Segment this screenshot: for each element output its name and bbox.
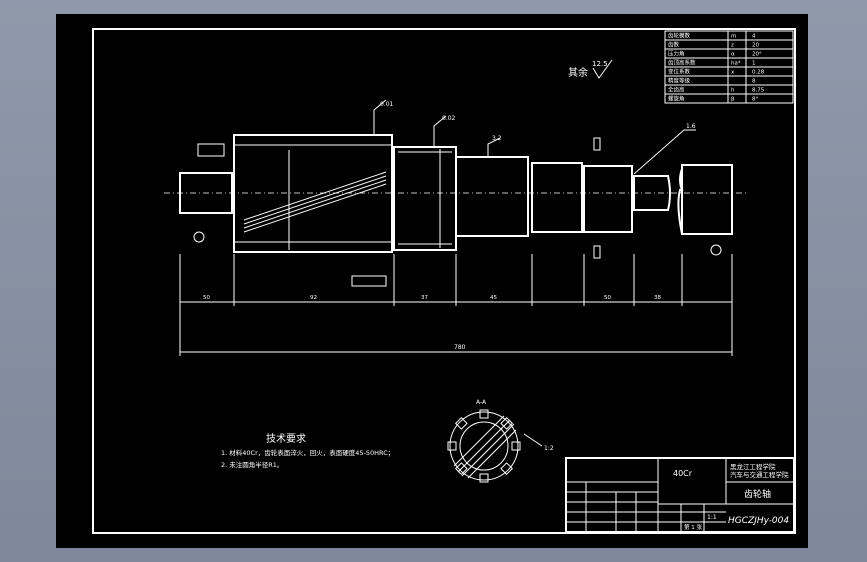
callout-2: 0.02 (442, 115, 456, 122)
section-label: A-A (476, 399, 487, 406)
gear-row-value: 1 (752, 61, 756, 67)
roughness-note-label: 其余 (568, 66, 588, 79)
tech-req-item-1: 1. 材料40Cr，齿轮表面淬火，回火，表面硬度45-50HRC； (221, 448, 394, 457)
title-part-name: 齿轮轴 (744, 488, 771, 500)
segment-dim: 45 (490, 295, 497, 301)
gear-row-symbol: h (731, 88, 735, 94)
gear-row-symbol: x (731, 70, 735, 76)
gear-row-label: 齿顶高系数 (668, 59, 696, 67)
title-school: 黑龙江工程学院 (730, 462, 776, 471)
gear-parameter-table: 齿轮模数 m 4 齿数 z 20 压力角 α 20° 齿顶高系数 ha* 1 变位系数 x 0.28 精度等级… (664, 30, 794, 104)
tech-req-item-2: 2. 未注圆角半径R1。 (221, 460, 283, 469)
segment-dim: 38 (654, 295, 661, 301)
gear-row-symbol: α (731, 52, 735, 58)
gear-row-label: 齿数 (668, 41, 680, 49)
title-sheet: 第 1 张 (684, 523, 702, 531)
gear-row-label: 压力角 (668, 50, 685, 58)
gear-row-value: 0.28 (752, 70, 765, 76)
title-block: 40Cr 黑龙江工程学院 汽车与交通工程学院 齿轮轴 HGCZJHy-004 1… (565, 457, 795, 533)
title-material: 40Cr (673, 469, 693, 478)
roughness-value: 12.5 (592, 60, 608, 68)
spline-section-view: A-A 1:2 (447, 399, 554, 483)
gear-row-value: 8 (752, 79, 756, 85)
title-drawing-no: HGCZJHy-004 (728, 516, 789, 526)
segment-dim: 50 (604, 295, 611, 301)
gear-row-label: 变位系数 (668, 68, 691, 76)
spline-tooth (479, 473, 489, 483)
gear-row-value: 20° (752, 52, 762, 58)
gear-row-label: 全齿高 (668, 86, 685, 94)
title-department: 汽车与交通工程学院 (730, 470, 789, 479)
section-note: 1:2 (544, 445, 554, 452)
title-scale: 1:1 (707, 514, 717, 521)
gear-row-symbol: z (731, 43, 734, 49)
segment-dim: 92 (310, 295, 317, 301)
segment-dim: 37 (421, 295, 428, 301)
gear-row-label: 齿轮模数 (668, 32, 691, 40)
callout-1: 0.01 (380, 101, 394, 108)
spline-tooth (500, 462, 513, 475)
gear-row-value: 8.75 (752, 88, 765, 94)
spline-tooth (511, 441, 521, 451)
gear-row-symbol: m (731, 34, 736, 40)
shaft-profile (179, 134, 733, 259)
overall-length-dim: 780 (454, 344, 466, 351)
gear-row-value: 20 (752, 43, 759, 49)
segment-dim: 50 (203, 295, 210, 301)
roughness-note: 其余 12.5 (568, 59, 613, 79)
gear-row-label: 精度等级 (668, 77, 691, 85)
gear-row-symbol: β (731, 97, 735, 103)
callout-4: 1.6 (686, 123, 696, 130)
cad-viewport[interactable]: 齿轮模数 m 4 齿数 z 20 压力角 α 20° 齿顶高系数 ha* 1 变位系数 x 0.28 精度等级… (56, 14, 808, 548)
tolerance-callouts: 0.01 0.02 3.2 1.6 (197, 99, 696, 287)
gear-row-value: 8° (752, 97, 758, 103)
spline-tooth (447, 441, 457, 451)
sheet-border (92, 28, 796, 534)
gear-row-label: 螺旋角 (668, 95, 685, 103)
callout-3: 3.2 (492, 135, 502, 142)
dimension-lines: 50 92 37 45 50 38 780 (179, 254, 733, 356)
drawing-sheet: 齿轮模数 m 4 齿数 z 20 压力角 α 20° 齿顶高系数 ha* 1 变位系数 x 0.28 精度等级… (92, 28, 796, 534)
gear-row-symbol: ha* (731, 61, 741, 67)
technical-requirements: 技术要求 1. 材料40Cr，齿轮表面淬火，回火，表面硬度45-50HRC； 2… (221, 432, 394, 469)
tech-req-title: 技术要求 (266, 432, 306, 445)
spline-tooth (455, 417, 468, 430)
spline-tooth (479, 409, 489, 419)
gear-row-value: 4 (752, 34, 756, 40)
